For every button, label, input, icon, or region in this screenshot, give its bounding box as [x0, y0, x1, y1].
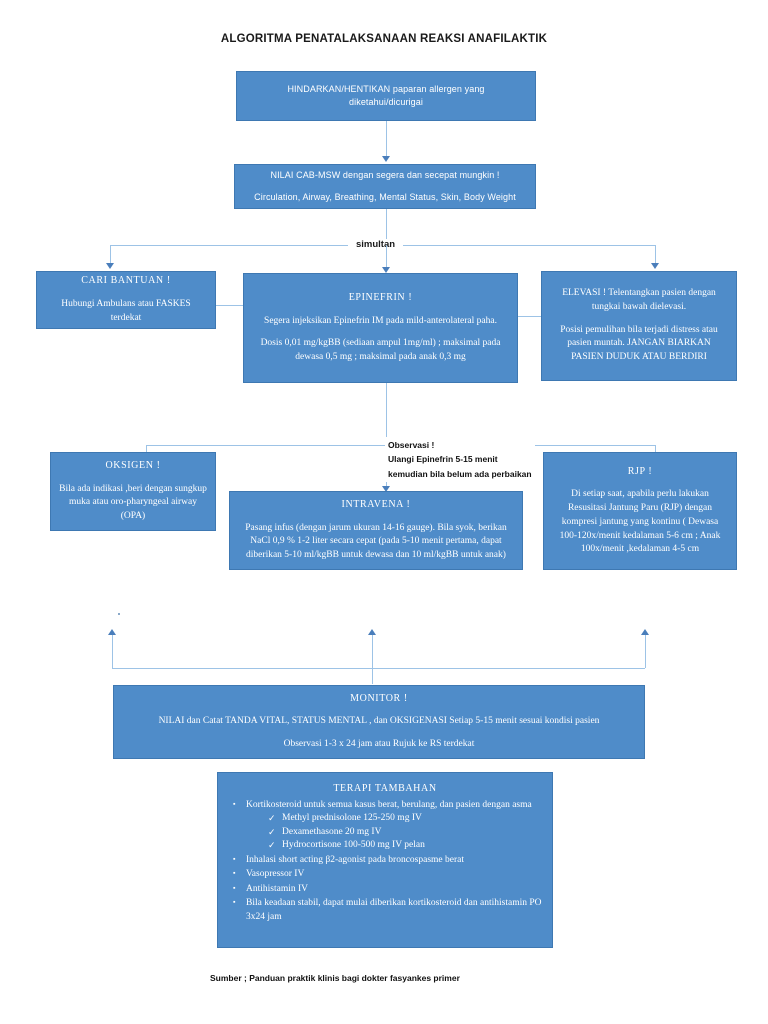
- bullet-marker: ▪: [233, 898, 236, 907]
- list-item-label: Methyl prednisolone 125-250 mg IV: [282, 813, 422, 824]
- arrowhead-monitor-left: [108, 629, 116, 635]
- source-note: Sumber ; Panduan praktik klinis bagi dok…: [210, 973, 460, 983]
- stray-dot: [118, 613, 120, 615]
- arrowhead-help: [106, 263, 114, 269]
- node-elevasi: ELEVASI ! Telentangkan pasien dengan tun…: [541, 271, 737, 381]
- list-item-label: Hydrocortisone 100-500 mg IV pelan: [282, 840, 425, 851]
- node-avoid-allergen: HINDARKAN/HENTIKAN paparan allergen yang…: [236, 71, 536, 121]
- rjp-body: Di setiap saat, apabila perlu lakukan Re…: [559, 489, 721, 555]
- list-item: ✓ Hydrocortisone 100-500 mg IV pelan: [268, 839, 542, 852]
- assess-line-2: Circulation, Airway, Breathing, Mental S…: [254, 192, 516, 202]
- list-item-label: Vasopressor IV: [246, 869, 305, 880]
- terapi-sublist: ✓ Methyl prednisolone 125-250 mg IV ✓ De…: [246, 812, 542, 852]
- list-item: ▪ Bila keadaan stabil, dapat mulai diber…: [233, 897, 542, 924]
- bullet-marker: ▪: [233, 854, 236, 863]
- list-item: ▪ Vasopressor IV: [233, 868, 542, 881]
- monitor-header: MONITOR !: [350, 692, 408, 704]
- connector-monitor-left-riser: [112, 634, 113, 668]
- list-item-label: Kortikosteroid untuk semua kasus berat, …: [246, 800, 532, 810]
- connector-epinefrin-to-elevasi: [518, 316, 541, 317]
- connector-monitor-right-riser: [645, 634, 646, 668]
- intravena-body: Pasang infus (dengan jarum ukuran 14-16 …: [245, 522, 507, 561]
- epinefrin-body-2: Dosis 0,01 mg/kgBB (sediaan ampul 1mg/ml…: [260, 338, 501, 363]
- monitor-line-1: NILAI dan Catat TANDA VITAL, STATUS MENT…: [158, 716, 600, 727]
- avoid-line-1: HINDARKAN/HENTIKAN paparan allergen yang: [287, 83, 485, 94]
- arrowhead-elevasi: [651, 263, 659, 269]
- avoid-line-2: diketahui/dicurigai: [349, 97, 423, 107]
- list-item: ▪ Antihistamin IV: [233, 883, 542, 896]
- arrowhead-avoid-to-assess: [382, 156, 390, 162]
- connector-bus-to-epinefrin: [386, 245, 387, 270]
- connector-bus-to-help: [110, 245, 111, 265]
- assess-line-1: NILAI CAB-MSW dengan segera dan secepat …: [270, 169, 500, 180]
- cari-bantuan-body: Hubungi Ambulans atau FASKES terdekat: [61, 298, 191, 323]
- list-item: ▪ Inhalasi short acting β2-agonist pada …: [233, 854, 542, 867]
- intravena-header: INTRAVENA !: [341, 499, 411, 511]
- list-item-label: Inhalasi short acting β2-agonist pada br…: [246, 854, 464, 865]
- node-rjp: RJP ! Di setiap saat, apabila perlu laku…: [543, 452, 737, 570]
- node-terapi-tambahan: TERAPI TAMBAHAN ▪ Kortikosteroid untuk s…: [217, 772, 553, 948]
- node-monitor: MONITOR ! NILAI dan Catat TANDA VITAL, S…: [113, 685, 645, 759]
- terapi-header: TERAPI TAMBAHAN: [333, 783, 437, 794]
- label-simultan: simultan: [348, 239, 404, 250]
- list-item: ✓ Methyl prednisolone 125-250 mg IV: [268, 812, 542, 825]
- node-epinefrin: EPINEFRIN ! Segera injeksikan Epinefrin …: [243, 273, 518, 383]
- epinefrin-body-1: Segera injeksikan Epinefrin IM pada mild…: [264, 315, 497, 326]
- list-item: ✓ Dexamethasone 20 mg IV: [268, 826, 542, 839]
- connector-monitor-bus: [112, 668, 645, 669]
- monitor-line-2: Observasi 1-3 x 24 jam atau Rujuk ke RS …: [283, 739, 475, 750]
- connector-assess-down: [386, 209, 387, 245]
- observasi-line-1: Observasi !: [388, 440, 435, 450]
- check-marker: ✓: [268, 813, 276, 824]
- check-marker: ✓: [268, 826, 276, 837]
- epinefrin-header: EPINEFRIN !: [348, 292, 413, 304]
- observasi-line-3: kemudian bila belum ada perbaikan: [388, 468, 532, 479]
- list-item: ▪ Kortikosteroid untuk semua kasus berat…: [233, 799, 542, 853]
- bullet-marker: ▪: [233, 883, 236, 892]
- oksigen-body: Bila ada indikasi ,beri dengan sungkup m…: [59, 483, 207, 522]
- check-marker: ✓: [268, 840, 276, 851]
- page-title: ALGORITMA PENATALAKSANAAN REAKSI ANAFILA…: [220, 33, 548, 45]
- list-item-label: Antihistamin IV: [246, 883, 309, 894]
- node-oksigen: OKSIGEN ! Bila ada indikasi ,beri dengan…: [50, 452, 216, 531]
- elevasi-body-2: Posisi pemulihan bila terjadi distress a…: [560, 324, 718, 363]
- connector-help-to-epinefrin: [216, 305, 243, 306]
- arrowhead-intravena: [382, 486, 390, 492]
- arrowhead-monitor-right: [641, 629, 649, 635]
- connector-epinefrin-down: [386, 383, 387, 445]
- connector-bus-to-elevasi: [655, 245, 656, 265]
- oksigen-header: OKSIGEN !: [105, 460, 161, 472]
- list-item-label: Dexamethasone 20 mg IV: [282, 826, 382, 837]
- elevasi-body-1: ELEVASI ! Telentangkan pasien dengan tun…: [562, 288, 716, 312]
- arrowhead-epinefrin: [382, 267, 390, 273]
- node-cari-bantuan: CARI BANTUAN ! Hubungi Ambulans atau FAS…: [36, 271, 216, 329]
- bullet-marker: ▪: [233, 869, 236, 878]
- observasi-line-2: Ulangi Epinefrin 5-15 menit: [388, 454, 498, 465]
- connector-monitor-mid-riser: [372, 634, 373, 684]
- cari-bantuan-header: CARI BANTUAN !: [81, 275, 171, 287]
- arrowhead-monitor-mid: [368, 629, 376, 635]
- connector-avoid-to-assess: [386, 121, 387, 158]
- terapi-list: ▪ Kortikosteroid untuk semua kasus berat…: [218, 799, 552, 925]
- list-item-label: Bila keadaan stabil, dapat mulai diberik…: [246, 898, 542, 922]
- rjp-header: RJP !: [627, 465, 653, 477]
- node-intravena: INTRAVENA ! Pasang infus (dengan jarum u…: [229, 491, 523, 570]
- bullet-marker: ▪: [233, 800, 236, 808]
- node-assess-cabmsw: NILAI CAB-MSW dengan segera dan secepat …: [234, 164, 536, 209]
- label-observasi: Observasi ! Ulangi Epinefrin 5-15 menit …: [385, 437, 535, 483]
